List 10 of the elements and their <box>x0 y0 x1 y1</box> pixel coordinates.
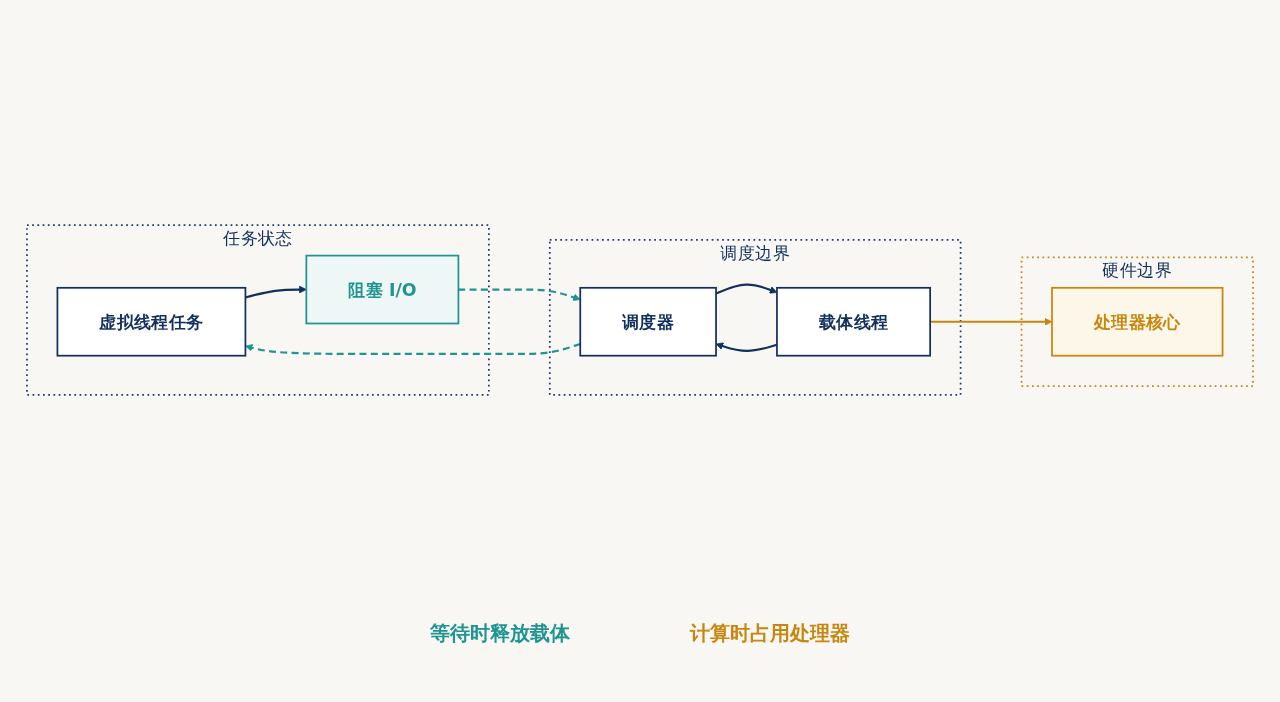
annotation-text: 计算时占用处理器 <box>690 620 850 647</box>
node-box: 虚拟线程任务 <box>56 286 247 357</box>
annotation-text: 等待时释放载体 <box>430 620 570 647</box>
arrow <box>458 288 581 301</box>
node-box: 调度器 <box>579 286 717 357</box>
node-box: 阻塞 I/O <box>305 254 460 325</box>
node-box: 载体线程 <box>776 286 931 357</box>
node-box: 处理器核心 <box>1051 286 1224 357</box>
arrow <box>245 285 307 299</box>
arrow <box>245 342 581 356</box>
